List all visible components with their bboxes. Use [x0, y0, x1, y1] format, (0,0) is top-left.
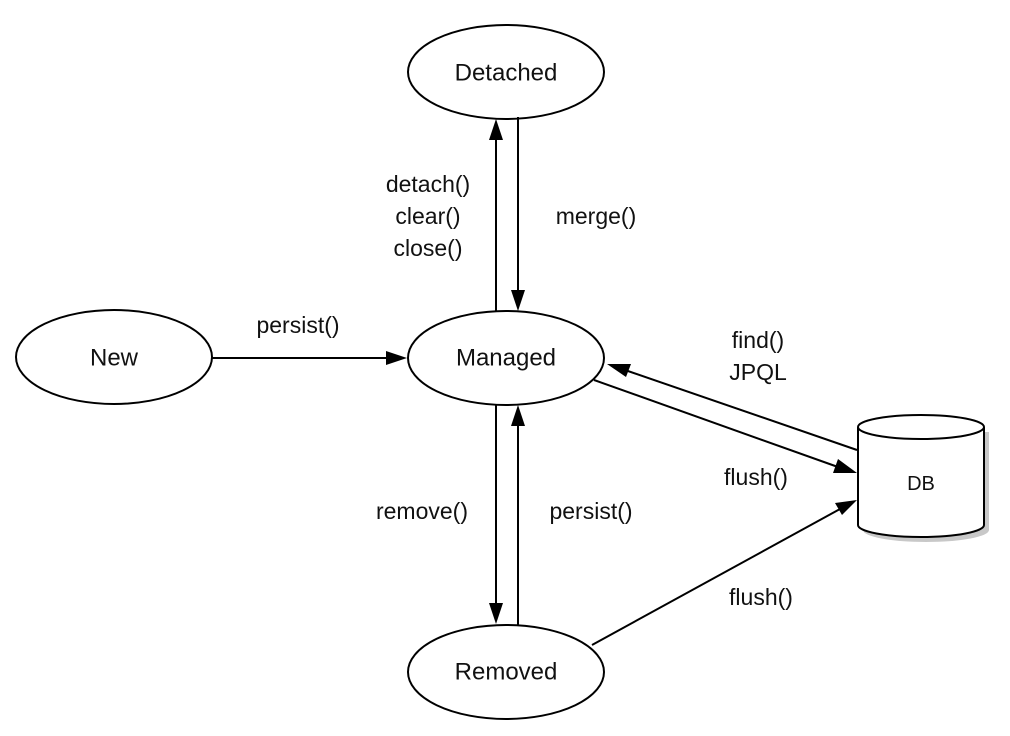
edge-label-jpql: JPQL: [729, 359, 787, 385]
edge-label-close: close(): [393, 235, 462, 261]
edge-managed-to-db: [593, 379, 857, 473]
node-managed: Managed: [407, 310, 605, 406]
node-db: DB: [857, 414, 989, 542]
node-detached-label: Detached: [455, 60, 558, 87]
edge-label-merge: merge(): [556, 203, 637, 229]
edge-label-detach: detach(): [386, 171, 470, 197]
db-cylinder-body: [857, 427, 985, 538]
edge-label-remove: remove(): [376, 498, 468, 524]
node-removed: Removed: [407, 624, 605, 720]
node-managed-label: Managed: [456, 345, 556, 372]
edge-managed-to-removed: [489, 405, 503, 624]
edge-label-db-to-managed: find() JPQL: [729, 327, 787, 385]
edge-label-persist-new: persist(): [256, 312, 339, 338]
edge-label-flush-removed: flush(): [729, 584, 793, 610]
edge-removed-to-managed: [511, 405, 525, 625]
node-new-label: New: [90, 345, 139, 372]
edge-label-persist-removed: persist(): [549, 498, 632, 524]
edge-db-to-managed: [607, 364, 858, 451]
node-new: New: [15, 309, 213, 405]
node-detached: Detached: [407, 24, 605, 120]
node-db-label: DB: [907, 473, 935, 495]
edge-removed-to-db: [591, 500, 857, 646]
edge-label-find: find(): [732, 327, 784, 353]
edge-label-managed-to-detached: detach() clear() close(): [386, 171, 470, 261]
edge-detached-to-managed: [511, 117, 525, 311]
node-removed-label: Removed: [455, 659, 558, 686]
edge-new-to-managed: [212, 351, 407, 365]
edge-managed-to-detached: [489, 119, 503, 311]
db-cylinder-top: [857, 414, 985, 440]
edge-label-flush-managed: flush(): [724, 464, 788, 490]
edge-label-clear: clear(): [395, 203, 460, 229]
